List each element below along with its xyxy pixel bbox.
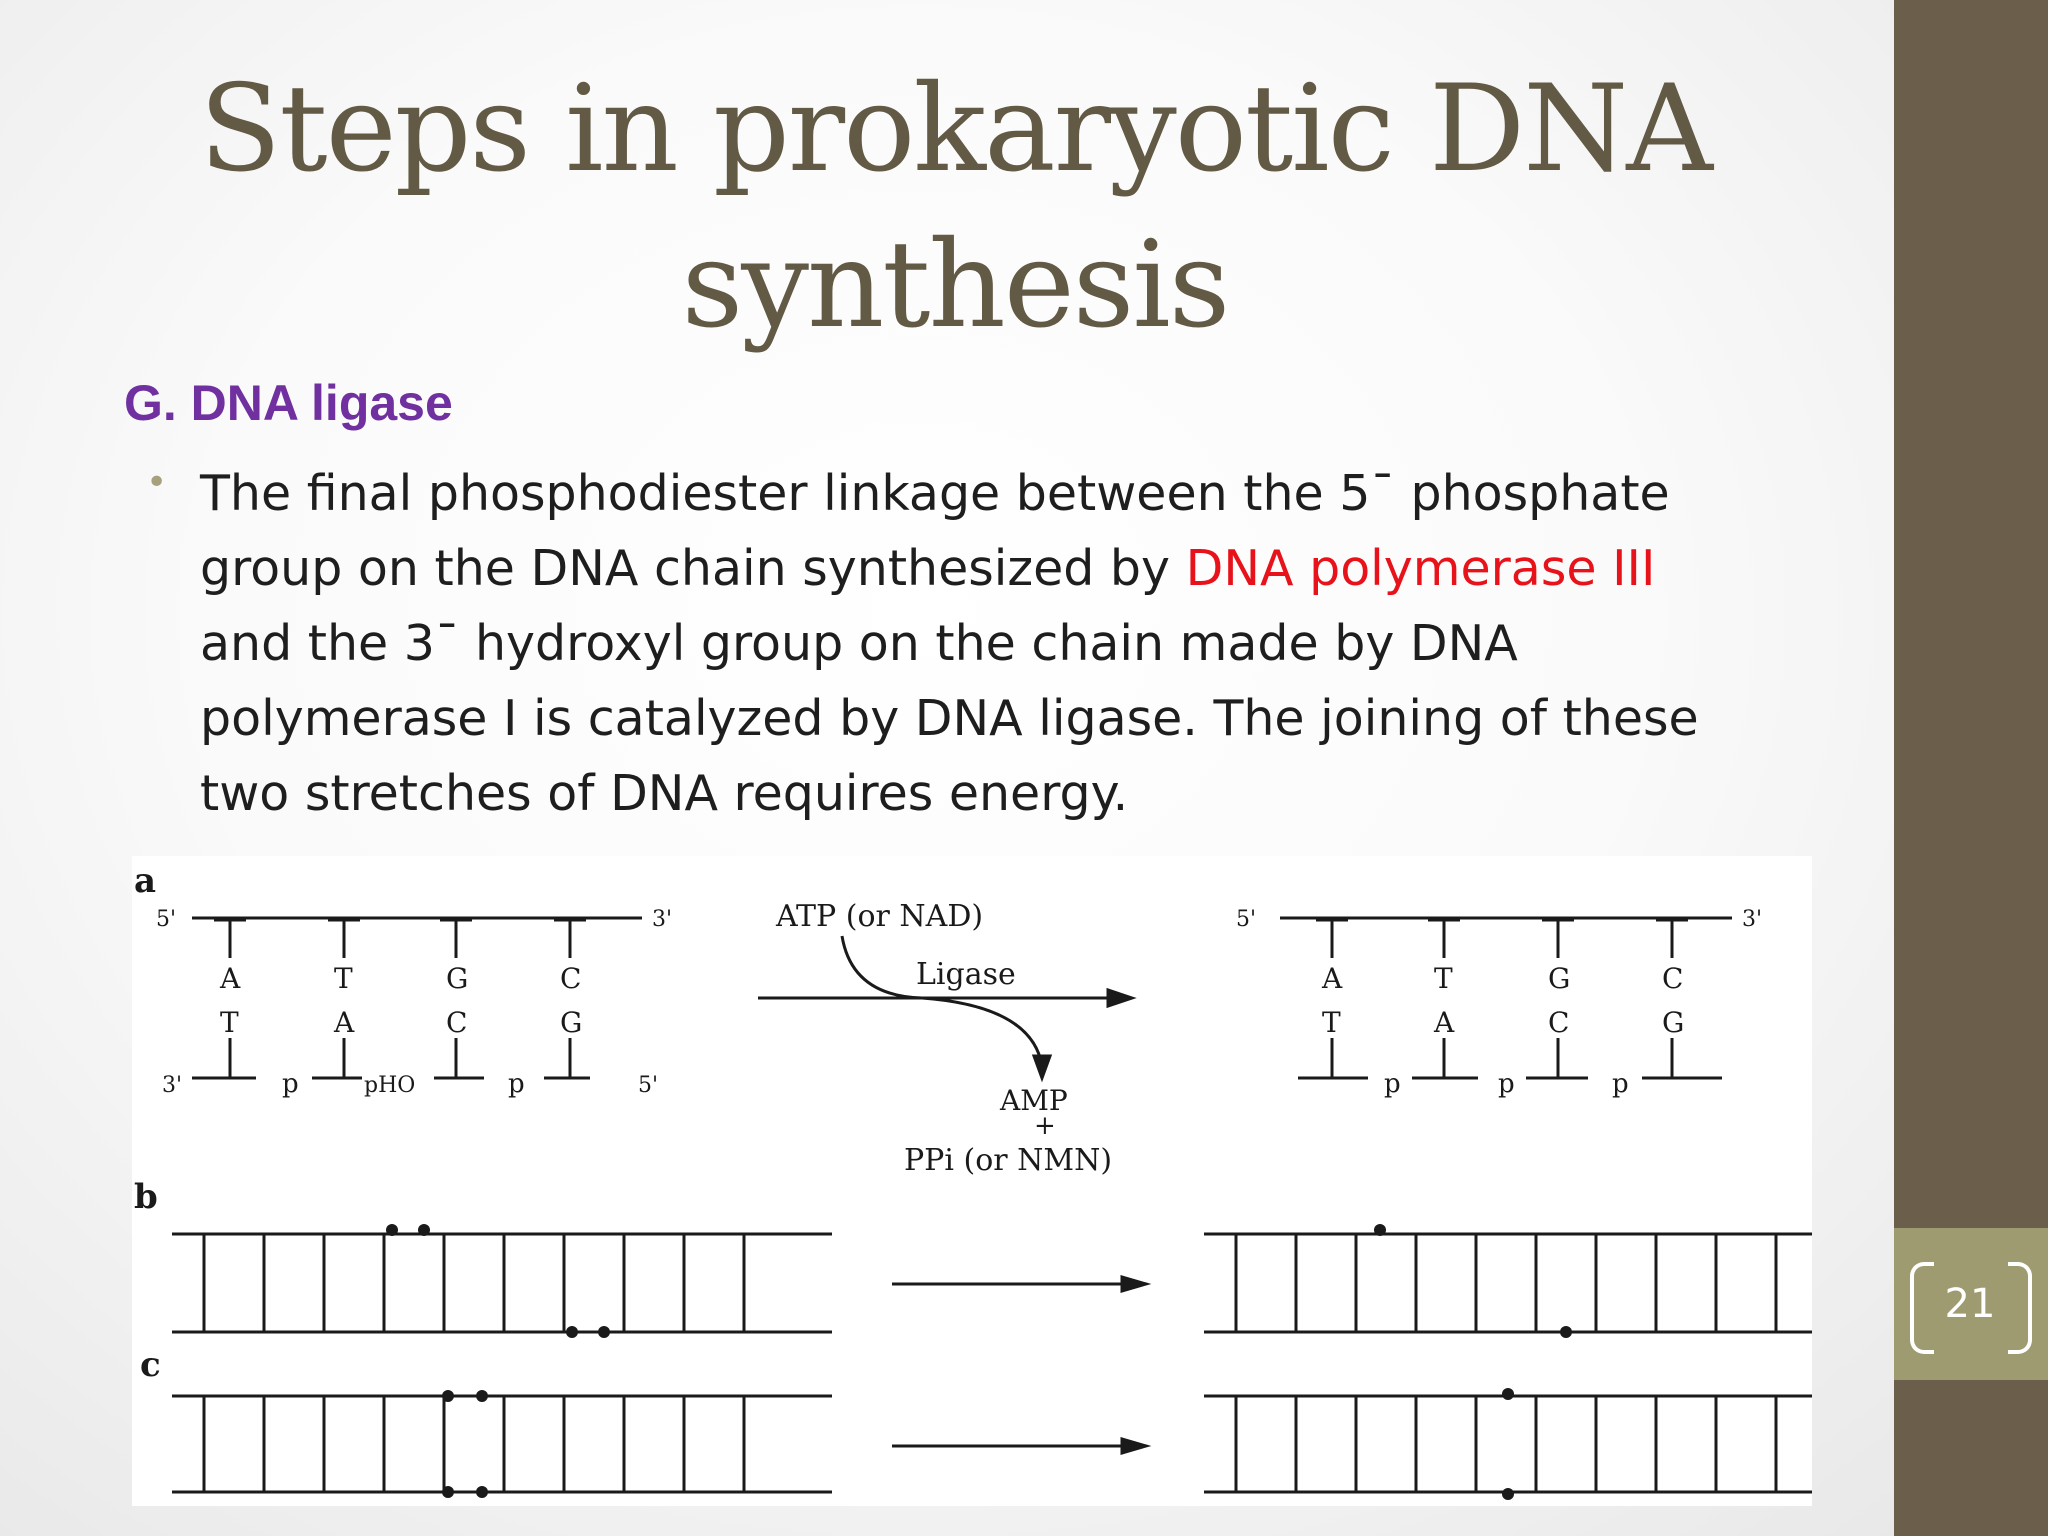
ladder-b-left-nick-dot (566, 1326, 578, 1338)
ladder-b-left-nick-dot (598, 1326, 610, 1338)
page-number-bracket-left (1910, 1262, 1934, 1354)
right-bottom-base-2: A (1433, 1006, 1455, 1039)
ladder-b-right-bond-dot (1560, 1326, 1572, 1338)
right-phosphate-1: p (1384, 1069, 1401, 1099)
left-top-3-label: 3' (652, 907, 672, 932)
left-bottom-3-label: 3' (162, 1073, 182, 1098)
panel-label-a: a (134, 861, 156, 901)
left-bottom-base-2: A (333, 1006, 355, 1039)
ladder-c-right-bond-dot (1502, 1388, 1514, 1400)
left-bottom-base-4: G (560, 1006, 582, 1039)
left-phosphate-1: p (282, 1069, 299, 1099)
body-text-before: The final phosphodiester linkage between… (200, 465, 1670, 597)
left-bottom-base-3: C (446, 1006, 467, 1039)
section-heading: G. DNA ligase (124, 375, 453, 431)
right-top-base-4: C (1662, 962, 1683, 995)
reaction-atp-label: ATP (or NAD) (775, 899, 983, 934)
right-top-5-label: 5' (1236, 907, 1256, 932)
ladder-b-left-nick-dot (418, 1224, 430, 1236)
right-phosphate-2: p (1498, 1069, 1515, 1099)
right-bottom-base-4: G (1662, 1006, 1684, 1039)
reaction-ppi-label: PPi (or NMN) (904, 1143, 1112, 1178)
page-number: 21 (1944, 1281, 1996, 1327)
reaction-plus-label: + (1034, 1111, 1056, 1141)
dna-ligase-figure: a b c 5' 3' A T G C T A C G 3' p pHO p 5… (132, 856, 1812, 1506)
left-top-base-1: A (219, 962, 241, 995)
panel-label-b: b (134, 1177, 158, 1217)
ladder-c-left-nick-dot (476, 1486, 488, 1498)
left-bottom-5-label: 5' (638, 1073, 658, 1098)
ladder-diagrams (172, 1224, 1812, 1500)
slide-title: Steps in prokaryotic DNA synthesis (199, 60, 1713, 355)
left-top-base-3: G (446, 962, 468, 995)
ladder-arrows (892, 1275, 1152, 1455)
right-top-3-label: 3' (1742, 907, 1762, 932)
right-bottom-base-1: T (1322, 1006, 1341, 1039)
left-top-base-2: T (334, 962, 353, 995)
reaction-arrows (758, 935, 1137, 1083)
right-bottom-base-3: C (1548, 1006, 1569, 1039)
ladder-c-left-nick-dot (442, 1486, 454, 1498)
left-dna-strand (192, 916, 642, 1080)
left-top-base-4: C (560, 962, 581, 995)
left-bottom-base-1: T (220, 1006, 239, 1039)
right-dna-strand (1280, 916, 1732, 1080)
ladder-c-right-bond-dot (1502, 1488, 1514, 1500)
panel-label-c: c (140, 1345, 161, 1385)
body-highlight: DNA polymerase III (1185, 540, 1656, 597)
left-top-5-label: 5' (156, 907, 176, 932)
body-text-after: and the 3ˉ hydroxyl group on the chain m… (200, 615, 1699, 822)
ladder-c-left-nick-dot (442, 1390, 454, 1402)
body-paragraph: The final phosphodiester linkage between… (200, 456, 1760, 831)
left-phosphate-2: pHO (364, 1073, 415, 1098)
left-phosphate-3: p (508, 1069, 525, 1099)
reaction-enzyme-label: Ligase (916, 957, 1016, 992)
reaction-amp-label: AMP (999, 1084, 1068, 1117)
ladder-c-left-nick-dot (476, 1390, 488, 1402)
ladder-b-left-nick-dot (386, 1224, 398, 1236)
right-top-base-2: T (1434, 962, 1453, 995)
right-phosphate-3: p (1612, 1069, 1629, 1099)
page-number-bracket-right (2008, 1262, 2032, 1354)
page-number-box (1894, 1228, 2048, 1380)
right-top-base-3: G (1548, 962, 1570, 995)
ladder-b-right-bond-dot (1374, 1224, 1386, 1236)
right-top-base-1: A (1321, 962, 1343, 995)
bullet-icon: • (146, 462, 168, 503)
